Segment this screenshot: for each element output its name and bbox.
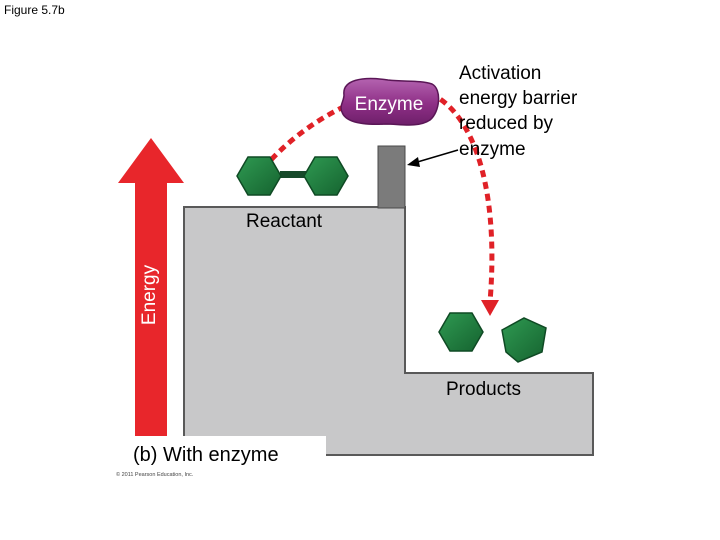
activation-annotation: Activation energy barrier reduced by enz… [459,63,583,160]
activation-barrier [377,145,406,209]
activation-line-1: Activation [459,63,541,84]
reactant-bond [280,171,306,178]
figure-label: Figure 5.7b [4,3,65,17]
activation-line-4: enzyme [459,139,526,160]
products-label: Products [446,379,521,400]
panel-caption: (b) With enzyme [133,444,279,466]
enzyme-blob [340,77,440,126]
caption-background [126,436,326,470]
barrier-pointer-line [413,149,459,164]
product-hexagon-left [438,312,484,352]
energy-arrow [118,138,184,455]
reactant-hexagon-left [236,156,282,196]
copyright-notice: © 2011 Pearson Education, Inc. [116,471,194,478]
reaction-path-arrowhead [481,300,499,316]
product-hexagon-right [501,317,547,363]
energy-axis-label: Energy [139,264,160,325]
barrier-pointer-arrowhead [407,157,420,167]
reactant-molecule [236,156,349,196]
enzyme-label: Enzyme [355,94,424,115]
reactant-hexagon-right [303,156,349,196]
activation-line-3: reduced by [459,113,554,134]
reactant-label: Reactant [246,211,323,232]
activation-line-2: energy barrier [459,88,578,109]
